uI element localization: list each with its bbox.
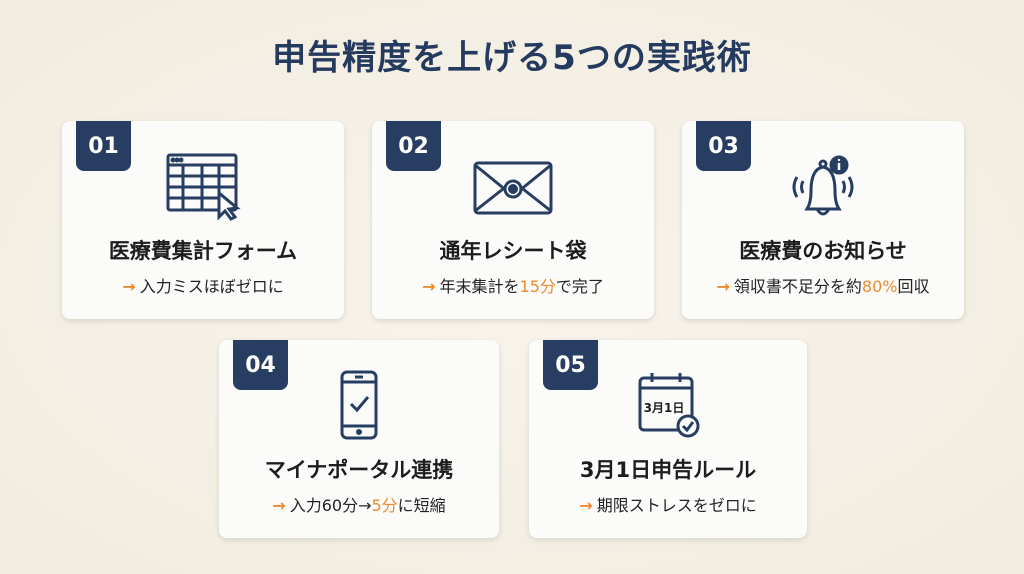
card-4: 04 マイナポータル連携 →入力60分→5分に短縮 [219, 340, 499, 538]
card-number: 01 [76, 121, 131, 171]
arrow-icon: → [716, 277, 730, 296]
spreadsheet-cursor-icon [166, 153, 241, 221]
result-highlight: 80% [861, 277, 898, 296]
card-number: 02 [386, 121, 441, 171]
card-2: 02 通年レシート袋 →年末集計を15分で完了 [372, 121, 654, 319]
page-title: 申告精度を上げる5つの実践術 [272, 38, 752, 78]
result-text: 回収 [897, 277, 930, 296]
calendar-check-icon: 3月1日 [638, 373, 700, 438]
calendar-label: 3月1日 [644, 401, 685, 415]
bell-notification-icon [792, 155, 854, 216]
card-number: 05 [543, 340, 598, 390]
result-text: 領収書不足分を約 [733, 277, 862, 296]
envelope-icon [473, 161, 553, 215]
card-1: 01 医療費集計フォーム →入力ミスほぼゼロに [62, 121, 344, 319]
arrow-icon: → [422, 277, 436, 296]
card-title: 医療費集計フォーム [108, 239, 298, 263]
arrow-icon: → [272, 496, 286, 515]
smartphone-check-icon [340, 370, 378, 440]
result-text: に短縮 [397, 496, 446, 515]
card-title: 通年レシート袋 [439, 239, 587, 263]
card-number: 04 [233, 340, 288, 390]
card-title: 3月1日申告ルール [579, 458, 757, 482]
card-result: →期限ストレスをゼロに [529, 492, 807, 516]
arrow-icon: → [579, 496, 593, 515]
result-highlight: 5分 [371, 496, 398, 515]
result-text: 期限ストレスをゼロに [596, 496, 757, 515]
card-result: →年末集計を15分で完了 [372, 273, 654, 297]
card-result: →入力ミスほぼゼロに [62, 273, 344, 297]
card-3: 03 医療費のお知らせ →領収書不足分を約80%回収 [682, 121, 964, 319]
result-highlight: 15分 [519, 277, 556, 296]
result-text: で完了 [555, 277, 604, 296]
card-5: 05 3月1日 3月1日申告ルール →期限ストレスをゼロに [529, 340, 807, 538]
card-title: マイナポータル連携 [264, 458, 454, 482]
card-title: 医療費のお知らせ [739, 239, 907, 263]
result-text: 年末集計を [439, 277, 520, 296]
card-result: →領収書不足分を約80%回収 [682, 273, 964, 297]
result-text: 入力ミスほぼゼロに [139, 277, 284, 296]
result-text: 入力60分→ [289, 496, 372, 515]
card-result: →入力60分→5分に短縮 [219, 492, 499, 516]
card-number: 03 [696, 121, 751, 171]
arrow-icon: → [122, 277, 136, 296]
